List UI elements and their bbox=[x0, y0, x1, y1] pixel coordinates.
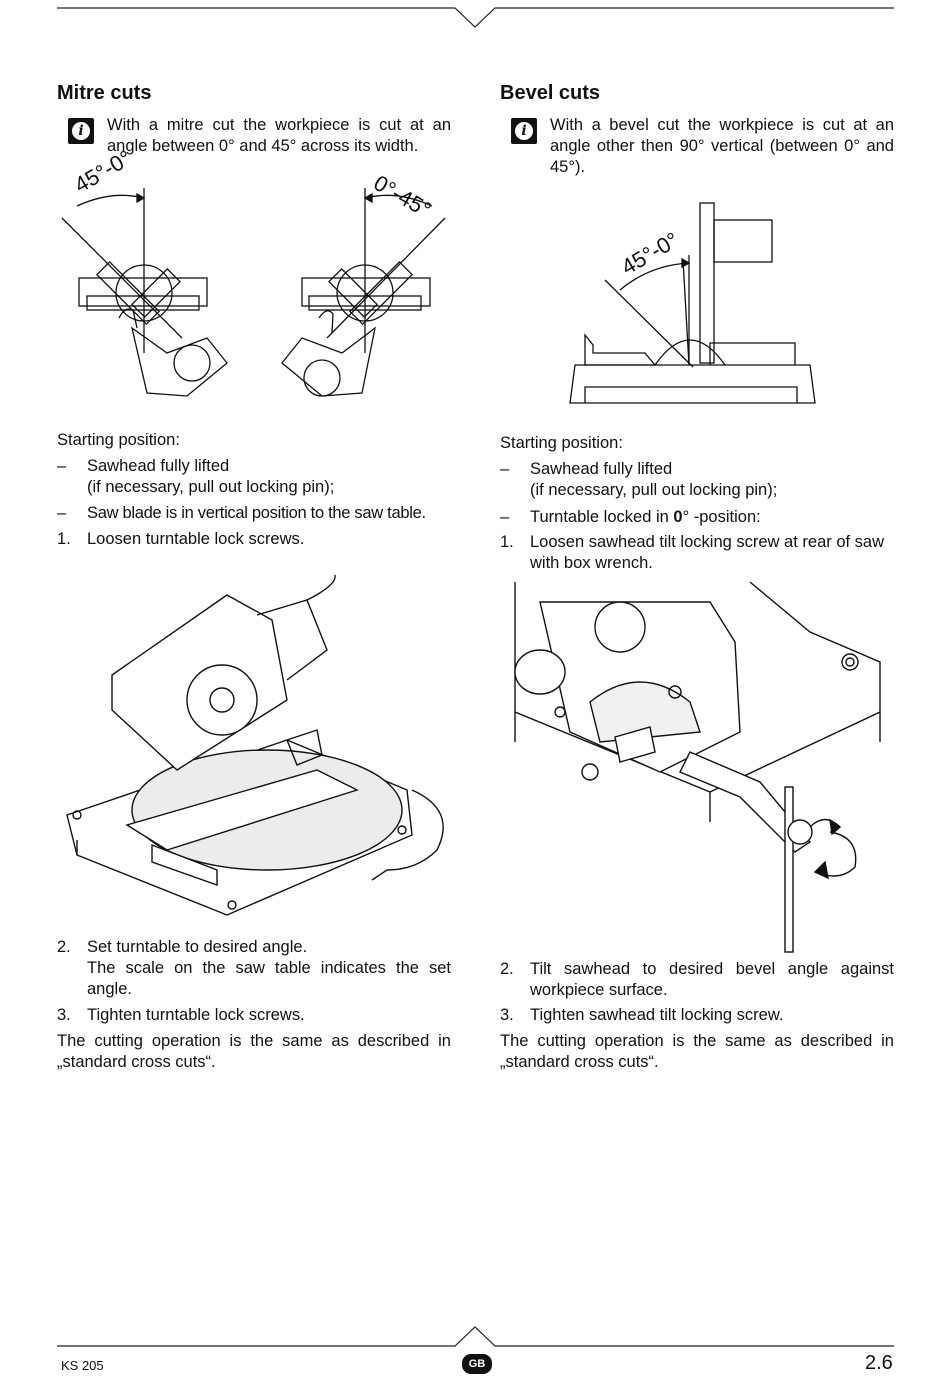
mitre-info-text: With a mitre cut the workpiece is cut at… bbox=[107, 116, 451, 155]
mitre-closing-text: The cutting operation is the same as des… bbox=[57, 1032, 451, 1071]
mitre-saw-illustration bbox=[66, 574, 444, 916]
list-marker: 2. bbox=[57, 938, 71, 956]
bevel-closing-text: The cutting operation is the same as des… bbox=[500, 1032, 894, 1071]
mitre-starting-position-label: Starting position: bbox=[57, 431, 180, 449]
list-text: Tighten turntable lock screws. bbox=[87, 1006, 305, 1024]
list-text: Saw blade is in vertical position to the… bbox=[87, 504, 426, 522]
list-text: Tilt sawhead to desired bevel angle agai… bbox=[530, 960, 894, 999]
list-marker: 3. bbox=[57, 1006, 71, 1024]
turntable-text-suffix: ° -position: bbox=[682, 508, 761, 526]
mitre-cut-illustration bbox=[61, 188, 446, 397]
list-marker: 1. bbox=[57, 530, 71, 548]
list-marker: – bbox=[500, 508, 510, 526]
info-icon: i bbox=[511, 118, 537, 144]
list-text: Tighten sawhead tilt locking screw. bbox=[530, 1006, 784, 1024]
page-number: 2.6 bbox=[865, 1352, 893, 1374]
list-text: Sawhead fully lifted bbox=[87, 457, 230, 475]
bevel-starting-position-label: Starting position: bbox=[500, 434, 623, 452]
bevel-cuts-heading: Bevel cuts bbox=[500, 82, 601, 104]
bevel-cut-illustration bbox=[569, 202, 816, 404]
list-text: Loosen turntable lock screws. bbox=[87, 530, 305, 548]
turntable-text: Turntable locked in bbox=[530, 508, 674, 526]
list-text: Turntable locked in 0° -position: bbox=[530, 507, 761, 528]
list-marker: 1. bbox=[500, 533, 514, 551]
list-text: Loosen sawhead tilt locking screw at rea… bbox=[530, 533, 885, 572]
list-marker: – bbox=[57, 504, 67, 522]
list-marker: – bbox=[500, 460, 510, 478]
bevel-info-text: With a bevel cut the workpiece is cut at… bbox=[550, 116, 894, 176]
header-rule bbox=[57, 7, 894, 28]
footer-rule bbox=[57, 1326, 894, 1347]
list-text: (if necessary, pull out locking pin); bbox=[87, 478, 335, 496]
bevel-wrench-illustration bbox=[514, 581, 881, 953]
turntable-angle: 0 bbox=[673, 508, 683, 526]
step-line: The scale on the saw table indicates the… bbox=[87, 959, 451, 998]
info-icon: i bbox=[68, 118, 94, 144]
list-text: (if necessary, pull out locking pin); bbox=[530, 481, 778, 499]
mitre-cuts-heading: Mitre cuts bbox=[57, 82, 152, 104]
list-marker: 3. bbox=[500, 1006, 514, 1024]
model-label: KS 205 bbox=[61, 1358, 104, 1373]
list-marker: – bbox=[57, 457, 67, 475]
list-text: Sawhead fully lifted bbox=[530, 460, 673, 478]
language-badge: GB bbox=[462, 1354, 492, 1374]
list-marker: 2. bbox=[500, 960, 514, 978]
step-line: Set turntable to desired angle. bbox=[87, 938, 308, 956]
list-text: Set turntable to desired angle. The scal… bbox=[87, 937, 451, 1000]
